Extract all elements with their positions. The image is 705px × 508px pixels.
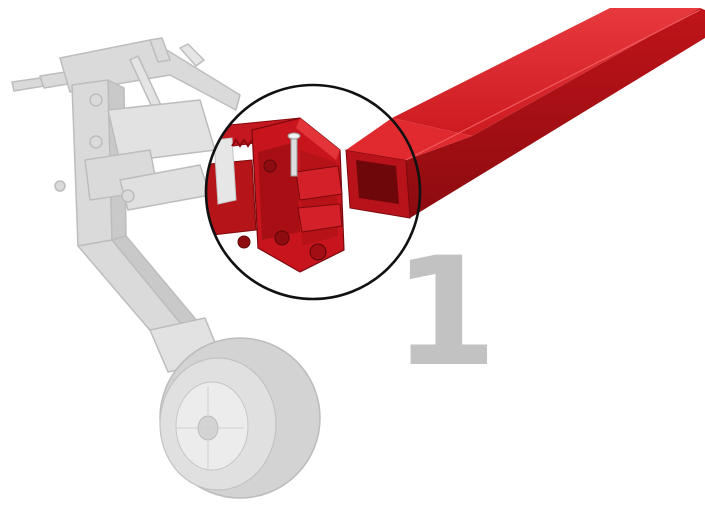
detail-callout-circle [204, 83, 422, 301]
jockey-wheel-assembly [11, 37, 241, 373]
step-number: 1 [393, 226, 498, 400]
hitch-clamp-bracket [206, 117, 345, 273]
wheel [159, 337, 321, 499]
square-tube-beam [345, 8, 705, 219]
